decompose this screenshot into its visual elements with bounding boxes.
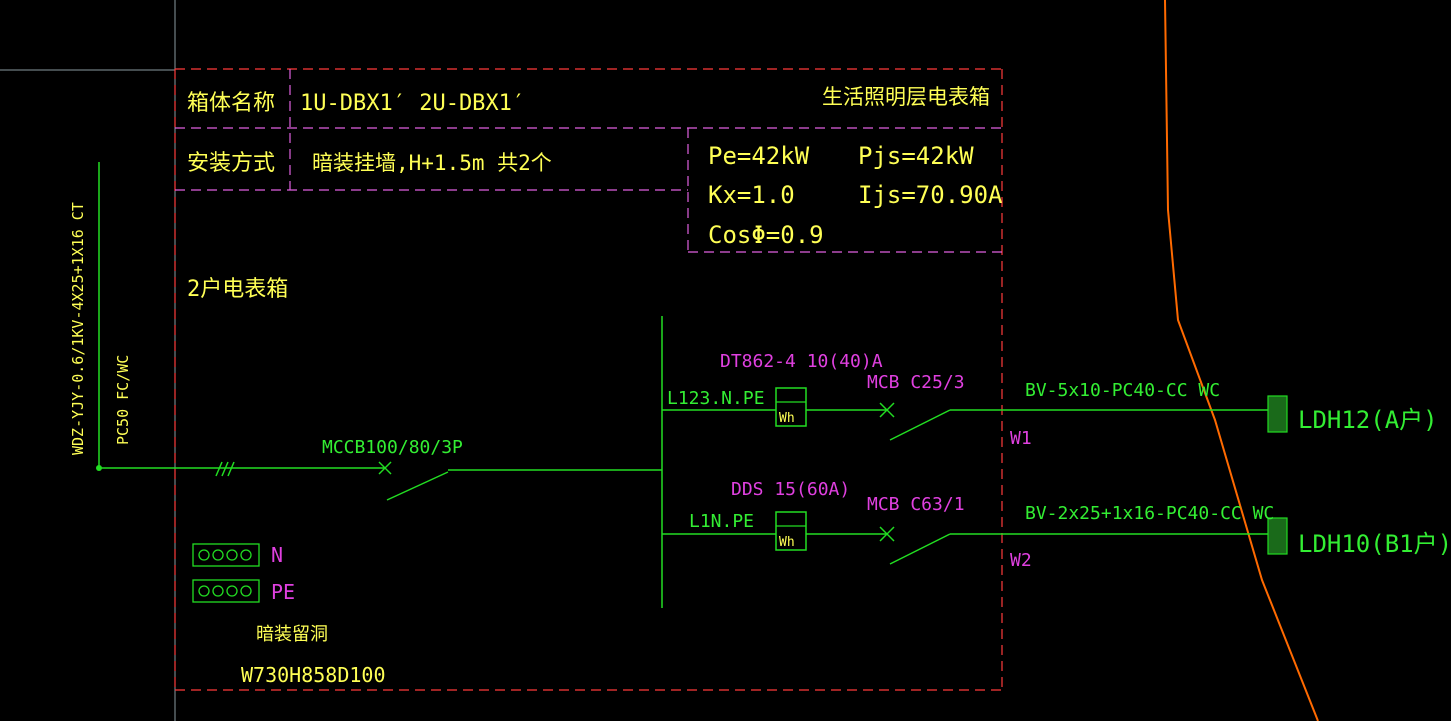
boundary-line xyxy=(1164,0,1319,721)
enclosure-frame xyxy=(174,68,1003,691)
install-value: 暗装挂墙,H+1.5m 共2个 xyxy=(312,151,552,175)
load-terminal-1 xyxy=(1267,395,1288,433)
table-dividers xyxy=(175,69,1002,253)
meter-1-box xyxy=(775,387,807,427)
box-subtitle: 2户电表箱 xyxy=(187,277,288,302)
box-name-value: 1U-DBX1′ 2U-DBX1′ xyxy=(300,91,525,116)
incoming-conduit: PC50 FC/WC xyxy=(114,355,132,445)
n-terminal-label: N xyxy=(271,543,283,567)
circuit-2-meter-model: DDS 15(60A) xyxy=(731,479,850,500)
meter-1-symbol: Wh xyxy=(779,411,795,426)
circuit-1-id: W1 xyxy=(1010,428,1032,449)
install-label: 安装方式 xyxy=(187,151,275,176)
pe-terminal-label: PE xyxy=(271,580,295,604)
main-breaker-symbol xyxy=(378,461,662,501)
circuit-2-destination: LDH10(B1户) xyxy=(1298,530,1451,558)
box-name-label: 箱体名称 xyxy=(187,91,275,116)
main-breaker-label: MCCB100/80/3P xyxy=(322,437,463,458)
circuit-2-phase: L1N.PE xyxy=(689,511,754,532)
meter-2-box xyxy=(775,511,807,551)
meter-2-symbol: Wh xyxy=(779,535,795,550)
circuit-2-breaker: MCB C63/1 xyxy=(867,494,965,515)
recess-size: W730H858D100 xyxy=(241,663,386,687)
circuit-1-breaker: MCB C25/3 xyxy=(867,372,965,393)
circuit-w1: Wh xyxy=(662,387,1288,441)
three-phase-marks xyxy=(215,461,235,477)
circuit-2-cable: BV-2x25+1x16-PC40-CC WC xyxy=(1025,503,1274,524)
circuit-1-cable: BV-5x10-PC40-CC WC xyxy=(1025,380,1220,401)
load-terminal-2 xyxy=(1267,517,1288,555)
circuit-1-destination: LDH12(A户) xyxy=(1298,406,1438,434)
recess-label: 暗装留洞 xyxy=(256,624,328,645)
circuit-w2: Wh xyxy=(662,511,1288,565)
param-kx: Kx=1.0 xyxy=(708,181,795,209)
pe-terminal-bar xyxy=(192,579,260,603)
param-pe: Pe=42kW xyxy=(708,142,810,170)
circuit-2-id: W2 xyxy=(1010,550,1032,571)
box-title: 生活照明层电表箱 xyxy=(822,85,990,109)
param-pjs: Pjs=42kW xyxy=(858,142,974,170)
incoming-cable-spec: WDZ-YJY-0.6/1KV-4X25+1X16 CT xyxy=(69,202,87,455)
param-ijs: Ijs=70.90A xyxy=(858,181,1003,209)
circuit-1-meter-model: DT862-4 10(40)A xyxy=(720,351,883,372)
circuit-1-phase: L123.N.PE xyxy=(667,388,765,409)
n-terminal-bar xyxy=(192,543,260,567)
param-cos: CosΦ=0.9 xyxy=(708,221,824,249)
